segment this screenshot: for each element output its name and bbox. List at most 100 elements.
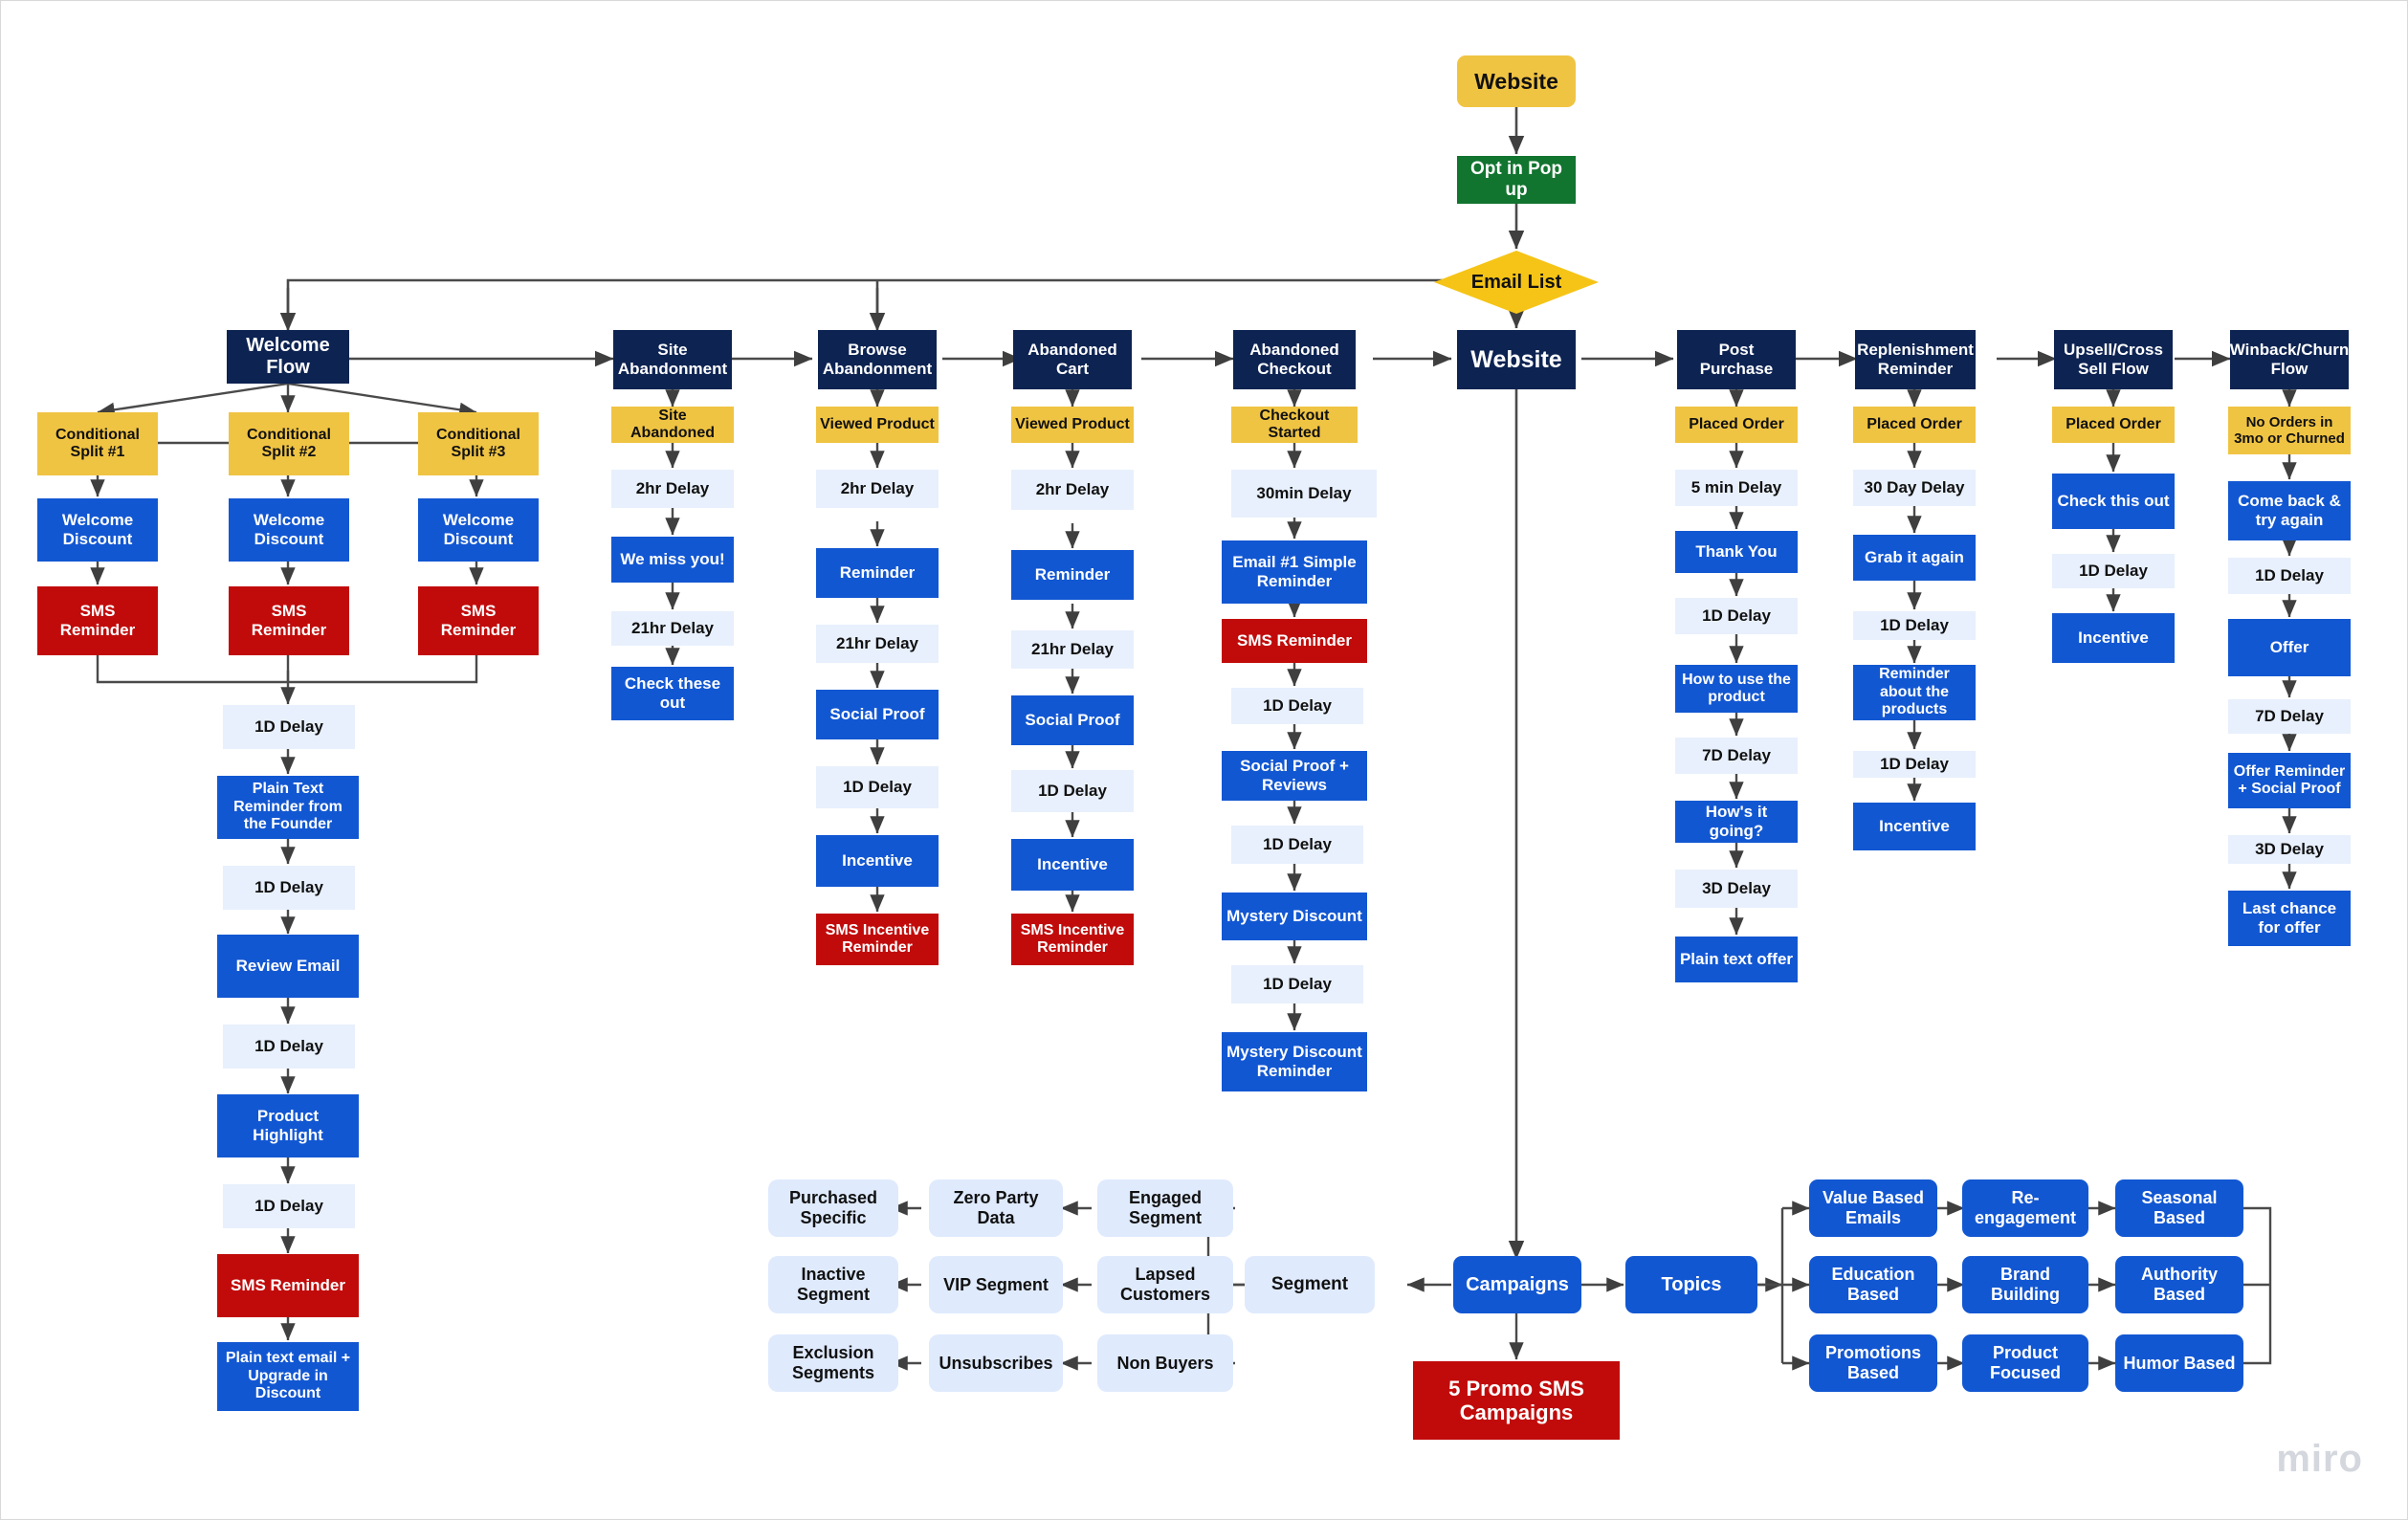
flow-header-welcome-flow[interactable]: Welcome Flow bbox=[227, 330, 349, 384]
node-site-abandonment-0[interactable]: Site Abandoned bbox=[611, 407, 734, 443]
flow-header-upsell-cross-sell[interactable]: Upsell/Cross Sell Flow bbox=[2054, 330, 2173, 389]
node-website-hub[interactable]: Website bbox=[1457, 330, 1576, 389]
node-replenishment-3[interactable]: 1D Delay bbox=[1853, 611, 1976, 640]
node-site-abandonment-4[interactable]: Check these out bbox=[611, 667, 734, 720]
node-upsell-2[interactable]: 1D Delay bbox=[2052, 554, 2175, 588]
node-welcome-discount-3[interactable]: Welcome Discount bbox=[418, 498, 539, 562]
flow-header-browse-abandonment[interactable]: Browse Abandonment bbox=[818, 330, 937, 389]
node-welcome-discount-2[interactable]: Welcome Discount bbox=[229, 498, 349, 562]
node-welcome-tail-6[interactable]: 1D Delay bbox=[223, 1184, 355, 1228]
node-browse-abandonment-0[interactable]: Viewed Product bbox=[816, 407, 939, 443]
node-exclusion-segments[interactable]: Exclusion Segments bbox=[768, 1334, 898, 1392]
node-abandoned-checkout-5[interactable]: Social Proof + Reviews bbox=[1222, 751, 1367, 801]
node-segment-hub[interactable]: Segment bbox=[1245, 1256, 1375, 1313]
node-post-purchase-4[interactable]: How to use the product bbox=[1675, 665, 1798, 713]
node-browse-abandonment-3[interactable]: 21hr Delay bbox=[816, 625, 939, 663]
node-winback-2[interactable]: 1D Delay bbox=[2228, 558, 2351, 594]
node-non-buyers[interactable]: Non Buyers bbox=[1097, 1334, 1233, 1392]
node-engaged-segment[interactable]: Engaged Segment bbox=[1097, 1179, 1233, 1237]
node-conditional-split-3[interactable]: Conditional Split #3 bbox=[418, 412, 539, 475]
node-site-abandonment-1[interactable]: 2hr Delay bbox=[611, 470, 734, 508]
node-replenishment-0[interactable]: Placed Order bbox=[1853, 407, 1976, 443]
node-campaigns[interactable]: Campaigns bbox=[1453, 1256, 1581, 1313]
node-post-purchase-0[interactable]: Placed Order bbox=[1675, 407, 1798, 443]
node-abandoned-cart-2[interactable]: Reminder bbox=[1011, 550, 1134, 600]
node-browse-abandonment-7[interactable]: SMS Incentive Reminder bbox=[816, 914, 939, 965]
node-site-abandonment-2[interactable]: We miss you! bbox=[611, 537, 734, 583]
node-abandoned-checkout-2[interactable]: Email #1 Simple Reminder bbox=[1222, 540, 1367, 604]
node-post-purchase-6[interactable]: How's it going? bbox=[1675, 801, 1798, 843]
node-abandoned-cart-1[interactable]: 2hr Delay bbox=[1011, 470, 1134, 510]
flow-header-abandoned-cart[interactable]: Abandoned Cart bbox=[1013, 330, 1132, 389]
flow-header-post-purchase[interactable]: Post Purchase bbox=[1677, 330, 1796, 389]
node-topic-promotions-based[interactable]: Promotions Based bbox=[1809, 1334, 1937, 1392]
node-site-abandonment-3[interactable]: 21hr Delay bbox=[611, 611, 734, 646]
node-abandoned-checkout-7[interactable]: Mystery Discount bbox=[1222, 893, 1367, 940]
node-winback-5[interactable]: Offer Reminder + Social Proof bbox=[2228, 753, 2351, 808]
node-welcome-tail-7[interactable]: SMS Reminder bbox=[217, 1254, 359, 1317]
node-zero-party-data[interactable]: Zero Party Data bbox=[929, 1179, 1063, 1237]
node-welcome-discount-1[interactable]: Welcome Discount bbox=[37, 498, 158, 562]
node-replenishment-2[interactable]: Grab it again bbox=[1853, 535, 1976, 581]
node-welcome-tail-1[interactable]: Plain Text Reminder from the Founder bbox=[217, 776, 359, 839]
node-upsell-1[interactable]: Check this out bbox=[2052, 474, 2175, 529]
flow-header-site-abandonment[interactable]: Site Abandonment bbox=[613, 330, 732, 389]
node-website-source[interactable]: Website bbox=[1457, 55, 1576, 107]
node-winback-3[interactable]: Offer bbox=[2228, 619, 2351, 676]
node-topic-value-based-emails[interactable]: Value Based Emails bbox=[1809, 1179, 1937, 1237]
node-post-purchase-3[interactable]: 1D Delay bbox=[1675, 598, 1798, 634]
node-purchased-specific[interactable]: Purchased Specific bbox=[768, 1179, 898, 1237]
flow-header-winback-churn[interactable]: Winback/Churn Flow bbox=[2230, 330, 2349, 389]
node-welcome-tail-0[interactable]: 1D Delay bbox=[223, 705, 355, 749]
node-winback-1[interactable]: Come back & try again bbox=[2228, 481, 2351, 540]
flow-header-abandoned-checkout[interactable]: Abandoned Checkout bbox=[1233, 330, 1356, 389]
node-abandoned-cart-7[interactable]: SMS Incentive Reminder bbox=[1011, 914, 1134, 965]
node-sms-reminder-2[interactable]: SMS Reminder bbox=[229, 586, 349, 655]
node-topic-product-focused[interactable]: Product Focused bbox=[1962, 1334, 2088, 1392]
node-opt-in-popup[interactable]: Opt in Pop up bbox=[1457, 156, 1576, 204]
node-5-promo-sms-campaigns[interactable]: 5 Promo SMS Campaigns bbox=[1413, 1361, 1620, 1440]
node-post-purchase-5[interactable]: 7D Delay bbox=[1675, 738, 1798, 774]
flow-header-replenishment-reminder[interactable]: Replenishment Reminder bbox=[1855, 330, 1976, 389]
node-winback-6[interactable]: 3D Delay bbox=[2228, 835, 2351, 864]
node-welcome-tail-4[interactable]: 1D Delay bbox=[223, 1025, 355, 1069]
node-topic-re-engagement[interactable]: Re-engagement bbox=[1962, 1179, 2088, 1237]
node-vip-segment[interactable]: VIP Segment bbox=[929, 1256, 1063, 1313]
node-inactive-segment[interactable]: Inactive Segment bbox=[768, 1256, 898, 1313]
node-abandoned-checkout-3[interactable]: SMS Reminder bbox=[1222, 619, 1367, 663]
node-abandoned-checkout-0[interactable]: Checkout Started bbox=[1231, 407, 1358, 443]
node-abandoned-checkout-4[interactable]: 1D Delay bbox=[1231, 688, 1363, 724]
node-sms-reminder-3[interactable]: SMS Reminder bbox=[418, 586, 539, 655]
node-post-purchase-1[interactable]: 5 min Delay bbox=[1675, 470, 1798, 506]
node-topic-brand-building[interactable]: Brand Building bbox=[1962, 1256, 2088, 1313]
node-welcome-tail-3[interactable]: Review Email bbox=[217, 935, 359, 998]
node-browse-abandonment-5[interactable]: 1D Delay bbox=[816, 766, 939, 808]
node-conditional-split-1[interactable]: Conditional Split #1 bbox=[37, 412, 158, 475]
node-topic-humor-based[interactable]: Humor Based bbox=[2115, 1334, 2243, 1392]
node-browse-abandonment-6[interactable]: Incentive bbox=[816, 835, 939, 887]
node-abandoned-cart-5[interactable]: 1D Delay bbox=[1011, 770, 1134, 812]
node-abandoned-cart-4[interactable]: Social Proof bbox=[1011, 695, 1134, 745]
node-email-list[interactable]: Email List bbox=[1434, 251, 1599, 314]
node-browse-abandonment-4[interactable]: Social Proof bbox=[816, 690, 939, 739]
node-upsell-3[interactable]: Incentive bbox=[2052, 613, 2175, 663]
node-replenishment-4[interactable]: Reminder about the products bbox=[1853, 665, 1976, 720]
node-post-purchase-7[interactable]: 3D Delay bbox=[1675, 870, 1798, 908]
node-replenishment-1[interactable]: 30 Day Delay bbox=[1853, 470, 1976, 506]
node-sms-reminder-1[interactable]: SMS Reminder bbox=[37, 586, 158, 655]
node-abandoned-checkout-6[interactable]: 1D Delay bbox=[1231, 826, 1363, 864]
node-browse-abandonment-1[interactable]: 2hr Delay bbox=[816, 470, 939, 508]
node-welcome-tail-2[interactable]: 1D Delay bbox=[223, 866, 355, 910]
node-topic-authority-based[interactable]: Authority Based bbox=[2115, 1256, 2243, 1313]
node-welcome-tail-5[interactable]: Product Highlight bbox=[217, 1094, 359, 1157]
node-topic-education-based[interactable]: Education Based bbox=[1809, 1256, 1937, 1313]
node-abandoned-checkout-9[interactable]: Mystery Discount Reminder bbox=[1222, 1032, 1367, 1091]
node-topics[interactable]: Topics bbox=[1625, 1256, 1757, 1313]
node-abandoned-checkout-1[interactable]: 30min Delay bbox=[1231, 470, 1377, 518]
node-conditional-split-2[interactable]: Conditional Split #2 bbox=[229, 412, 349, 475]
node-winback-4[interactable]: 7D Delay bbox=[2228, 699, 2351, 734]
node-unsubscribes[interactable]: Unsubscribes bbox=[929, 1334, 1063, 1392]
node-replenishment-6[interactable]: Incentive bbox=[1853, 803, 1976, 850]
node-topic-seasonal-based[interactable]: Seasonal Based bbox=[2115, 1179, 2243, 1237]
node-welcome-tail-8[interactable]: Plain text email + Upgrade in Discount bbox=[217, 1342, 359, 1411]
